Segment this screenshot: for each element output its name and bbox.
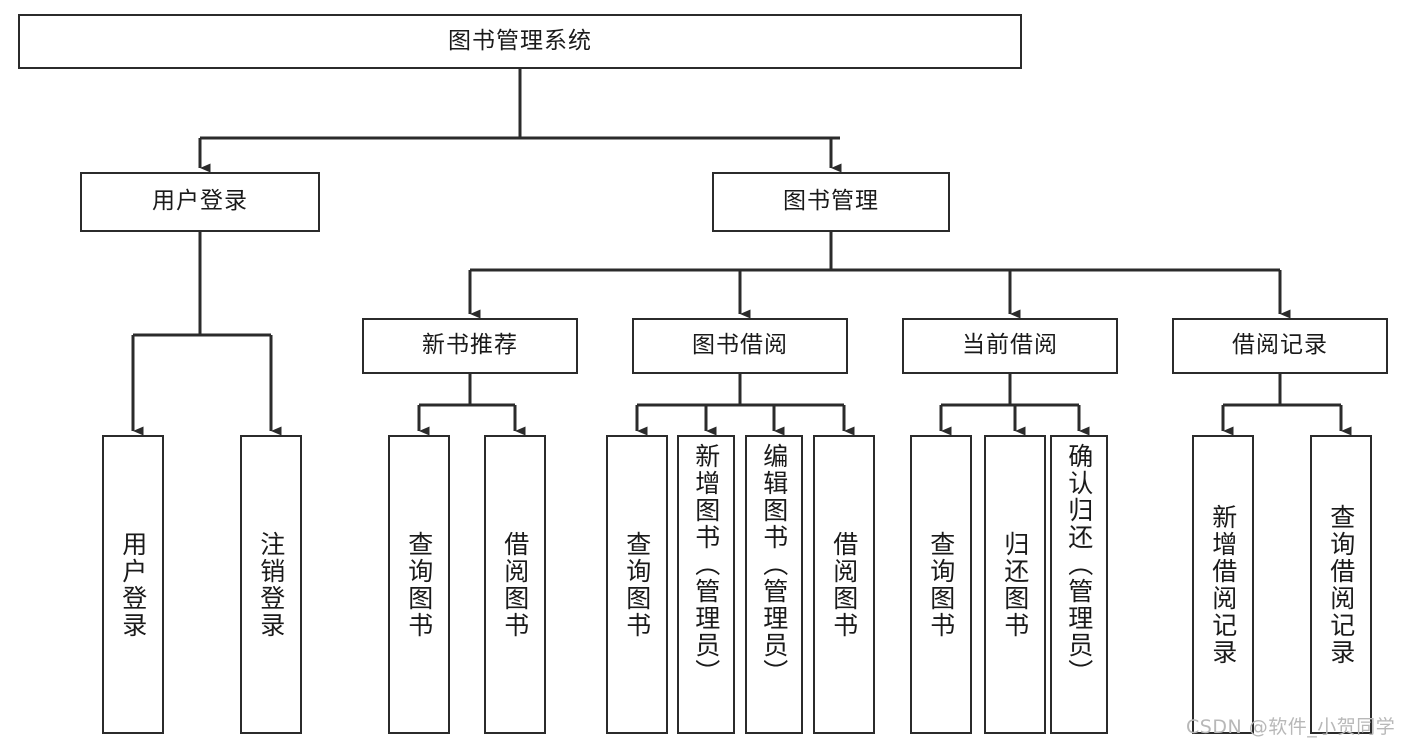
node-leaf-add-book[interactable]: 新增图书（管理员） <box>677 435 735 734</box>
node-leaf-query-book-1[interactable]: 查询图书 <box>388 435 450 734</box>
node-book-manage[interactable]: 图书管理 <box>712 172 950 232</box>
node-leaf-query-book-2[interactable]: 查询图书 <box>606 435 668 734</box>
watermark-text: CSDN @软件_小贺同学 <box>1186 716 1396 738</box>
node-book-borrow[interactable]: 图书借阅 <box>632 318 848 374</box>
node-leaf-query-book-2-label: 查询图书 <box>622 530 652 639</box>
node-leaf-query-book-3[interactable]: 查询图书 <box>910 435 972 734</box>
node-leaf-add-record-label: 新增借阅记录 <box>1208 503 1238 666</box>
node-leaf-query-record[interactable]: 查询借阅记录 <box>1310 435 1372 734</box>
node-leaf-user-login-label: 用户登录 <box>118 530 148 639</box>
node-current-borrow[interactable]: 当前借阅 <box>902 318 1118 374</box>
node-current-borrow-label: 当前借阅 <box>962 332 1058 359</box>
node-leaf-query-record-label: 查询借阅记录 <box>1326 503 1356 666</box>
node-new-book-recommend[interactable]: 新书推荐 <box>362 318 578 374</box>
node-borrow-record-label: 借阅记录 <box>1232 332 1328 359</box>
node-leaf-borrow-book-1-label: 借阅图书 <box>500 530 530 639</box>
node-leaf-borrow-book-2-label: 借阅图书 <box>829 530 859 639</box>
node-user-login-label: 用户登录 <box>152 188 248 215</box>
node-leaf-return-book-label: 归还图书 <box>1000 530 1030 639</box>
node-leaf-confirm-return[interactable]: 确认归还（管理员） <box>1050 435 1108 734</box>
node-book-manage-label: 图书管理 <box>783 188 879 215</box>
node-leaf-edit-book[interactable]: 编辑图书（管理员） <box>745 435 803 734</box>
node-leaf-logout[interactable]: 注销登录 <box>240 435 302 734</box>
node-leaf-add-record[interactable]: 新增借阅记录 <box>1192 435 1254 734</box>
node-leaf-edit-book-label: 编辑图书（管理员） <box>759 443 789 686</box>
node-root[interactable]: 图书管理系统 <box>18 14 1022 69</box>
node-book-borrow-label: 图书借阅 <box>692 332 788 359</box>
node-leaf-return-book[interactable]: 归还图书 <box>984 435 1046 734</box>
node-leaf-borrow-book-2[interactable]: 借阅图书 <box>813 435 875 734</box>
node-leaf-query-book-1-label: 查询图书 <box>404 530 434 639</box>
node-leaf-confirm-return-label: 确认归还（管理员） <box>1064 443 1094 686</box>
node-borrow-record[interactable]: 借阅记录 <box>1172 318 1388 374</box>
node-leaf-query-book-3-label: 查询图书 <box>926 530 956 639</box>
node-leaf-borrow-book-1[interactable]: 借阅图书 <box>484 435 546 734</box>
node-leaf-logout-label: 注销登录 <box>256 530 286 639</box>
node-user-login[interactable]: 用户登录 <box>80 172 320 232</box>
node-leaf-user-login[interactable]: 用户登录 <box>102 435 164 734</box>
node-root-label: 图书管理系统 <box>448 27 592 54</box>
node-leaf-add-book-label: 新增图书（管理员） <box>691 443 721 686</box>
node-new-book-recommend-label: 新书推荐 <box>422 332 518 359</box>
